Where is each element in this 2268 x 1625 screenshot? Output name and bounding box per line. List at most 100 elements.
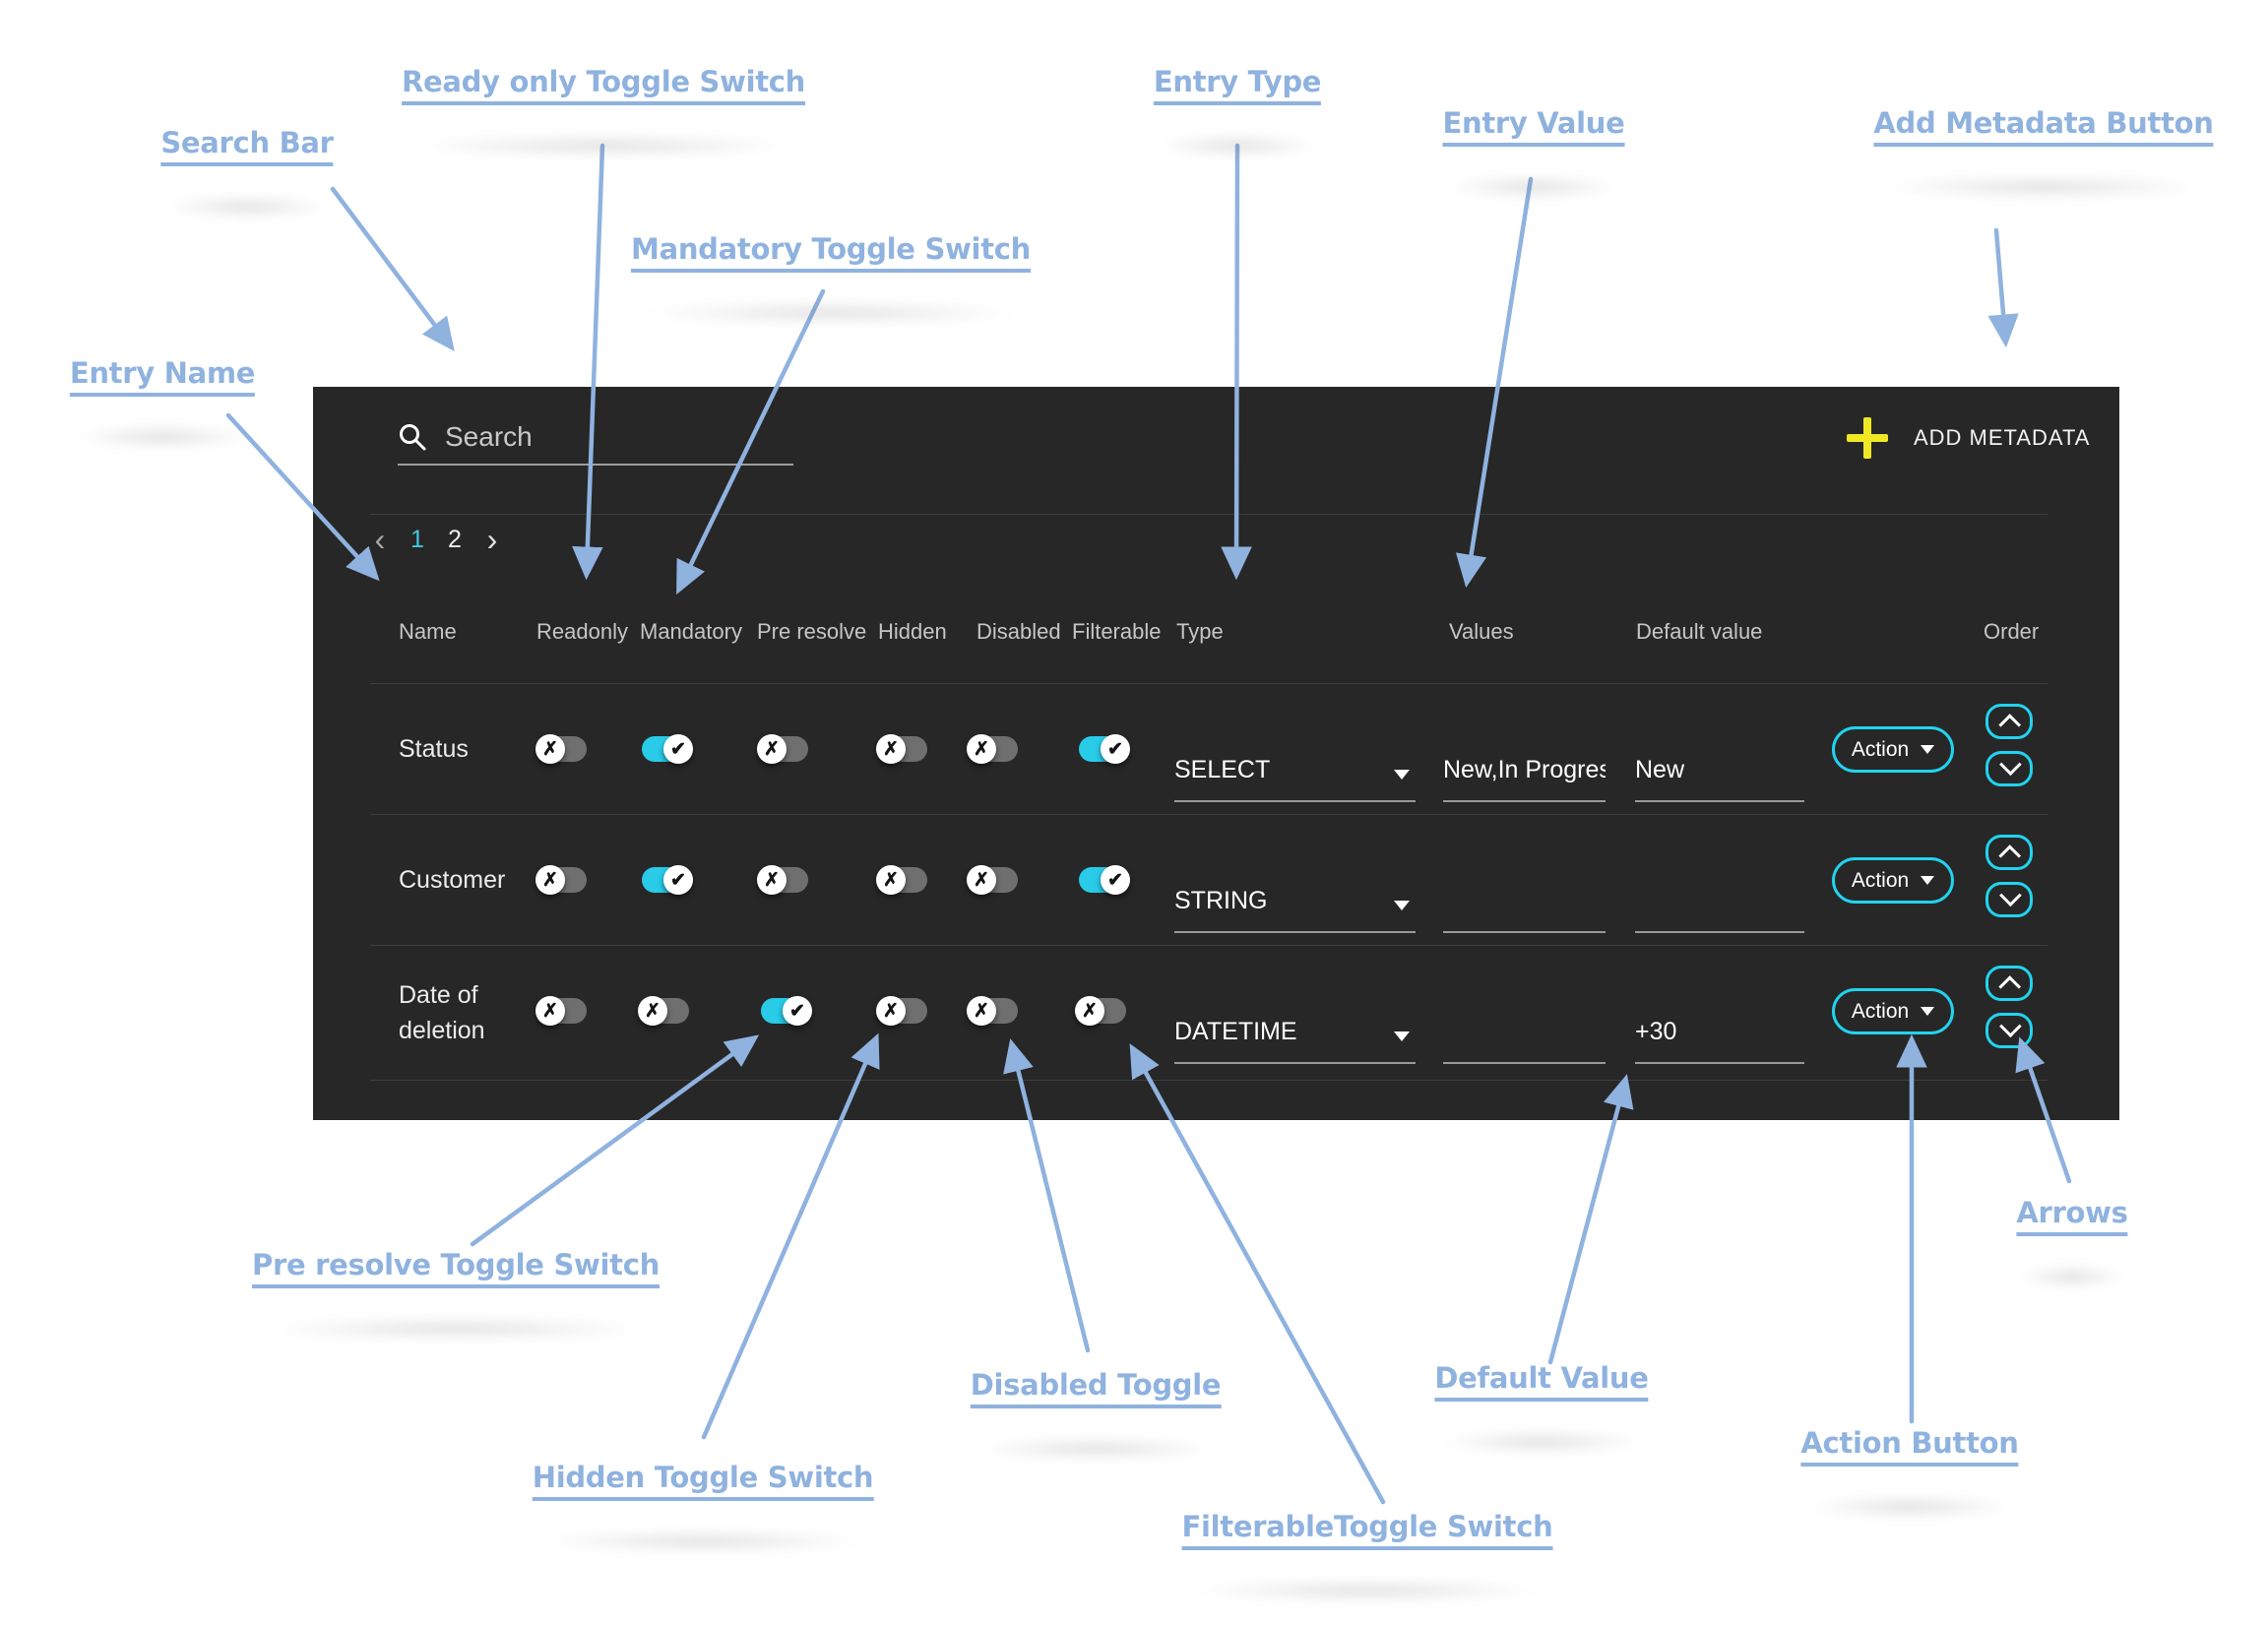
pagination-page-2[interactable]: 2 [448,525,462,553]
plus-icon [1847,417,1888,459]
header-values: Values [1449,619,1514,644]
dropdown-arrow-icon [1921,1007,1935,1016]
filterable-toggle[interactable]: ✔ [1079,734,1130,764]
dropdown-arrow-icon [1921,745,1935,754]
pagination-next-icon[interactable]: › [486,521,498,557]
order-down-button[interactable] [1985,751,2033,786]
values-field[interactable] [1443,946,1606,1064]
toggle-state-icon: ✗ [757,865,787,895]
table-row: Customer ✗ ✔ ✗ ✗ ✗ ✔ STRING Action [370,815,2048,946]
header-pre-resolve: Pre resolve [757,619,867,644]
dropdown-arrow-icon [1394,901,1410,910]
disabled-toggle[interactable]: ✗ [967,996,1018,1026]
disabled-toggle[interactable]: ✗ [967,734,1018,764]
pre-resolve-toggle[interactable]: ✗ [757,865,808,895]
action-button[interactable]: Action [1832,726,1954,773]
values-field[interactable]: New,In Progres [1443,684,1606,802]
action-button[interactable]: Action [1832,857,1954,904]
arrow-add-metadata [1987,227,2019,348]
disabled-toggle[interactable]: ✗ [967,865,1018,895]
hidden-toggle[interactable]: ✗ [876,865,927,895]
toggle-state-icon: ✗ [536,734,565,764]
annotation-entry-value: Entry Value [1442,106,1625,147]
order-up-button[interactable] [1985,966,2033,1001]
toggle-state-icon: ✗ [876,865,906,895]
search-bar[interactable] [398,410,793,466]
header-name: Name [399,619,457,644]
annotation-hidden: Hidden Toggle Switch [532,1461,874,1501]
hidden-toggle[interactable]: ✗ [876,996,927,1026]
readonly-toggle[interactable]: ✗ [536,734,587,764]
row-name: Customer [399,865,506,894]
annotation-action-button: Action Button [1800,1426,2019,1467]
annotation-default-value: Default Value [1434,1361,1649,1402]
readonly-toggle[interactable]: ✗ [536,996,587,1026]
type-select[interactable]: SELECT [1174,684,1416,802]
chevron-down-icon [1999,753,2022,777]
row-name: Status [399,734,469,763]
annotation-disabled: Disabled Toggle [970,1368,1222,1408]
toggle-state-icon: ✔ [663,734,693,764]
arrow-default-value [1547,1074,1634,1365]
metadata-panel: ADD METADATA ‹ 1 2 › Name Readonly Manda… [313,387,2119,1120]
toggle-state-icon: ✗ [1075,996,1104,1026]
toggle-state-icon: ✔ [663,865,693,895]
order-down-button[interactable] [1985,882,2033,917]
pagination-prev-icon[interactable]: ‹ [374,521,386,557]
type-select[interactable]: DATETIME [1174,946,1416,1064]
table-row: Date of deletion ✗ ✗ ✔ ✗ ✗ ✗ DATETIME +3… [370,946,2048,1081]
annotation-filterable: FilterableToggle Switch [1181,1510,1553,1550]
action-button[interactable]: Action [1832,988,1954,1034]
annotation-ready-only: Ready only Toggle Switch [401,65,805,105]
default-value-field[interactable]: New [1635,684,1804,802]
type-value: SELECT [1174,756,1271,783]
dropdown-arrow-icon [1921,876,1935,885]
action-label: Action [1851,868,1910,892]
filterable-toggle[interactable]: ✗ [1075,996,1126,1026]
toggle-state-icon: ✗ [757,734,787,764]
arrow-search-bar [330,186,455,351]
pre-resolve-toggle[interactable]: ✗ [757,734,808,764]
search-input[interactable] [443,420,762,454]
mandatory-toggle[interactable]: ✔ [642,865,693,895]
toggle-state-icon: ✗ [876,996,906,1026]
dropdown-arrow-icon [1394,1031,1410,1041]
chevron-up-icon [1998,714,2022,736]
toggle-state-icon: ✔ [1101,865,1130,895]
toggle-state-icon: ✗ [536,865,565,895]
add-metadata-button[interactable]: ADD METADATA [1847,408,2093,468]
top-divider [370,514,2048,515]
filterable-toggle[interactable]: ✔ [1079,865,1130,895]
table-header-row: Name Readonly Mandatory Pre resolve Hidd… [370,619,2048,649]
header-filterable: Filterable [1072,619,1162,644]
default-text: New [1635,756,1685,783]
toggle-state-icon: ✗ [967,734,996,764]
readonly-toggle[interactable]: ✗ [536,865,587,895]
mandatory-toggle[interactable]: ✗ [638,996,689,1026]
header-hidden: Hidden [878,619,947,644]
toggle-state-icon: ✗ [536,996,565,1026]
values-text: New,In Progres [1443,756,1606,783]
annotation-search-bar: Search Bar [160,126,334,166]
dropdown-arrow-icon [1394,770,1410,780]
values-field[interactable] [1443,815,1606,933]
annotation-add-metadata: Add Metadata Button [1873,106,2214,147]
order-up-button[interactable] [1985,704,2033,739]
order-down-button[interactable] [1985,1013,2033,1048]
hidden-toggle[interactable]: ✗ [876,734,927,764]
type-select[interactable]: STRING [1174,815,1416,933]
row-name: Date of deletion [399,980,485,1044]
toggle-state-icon: ✗ [876,734,906,764]
toggle-state-icon: ✗ [967,996,996,1026]
header-readonly: Readonly [536,619,628,644]
default-value-field[interactable] [1635,815,1804,933]
order-up-button[interactable] [1985,835,2033,870]
default-value-field[interactable]: +30 [1635,946,1804,1064]
mandatory-toggle[interactable]: ✔ [642,734,693,764]
annotation-pre-resolve: Pre resolve Toggle Switch [252,1248,660,1288]
arrow-filterable [1129,1043,1386,1505]
pagination-page-1[interactable]: 1 [410,525,424,553]
pre-resolve-toggle[interactable]: ✔ [761,996,812,1026]
chevron-up-icon [1998,975,2022,998]
toggle-state-icon: ✗ [638,996,667,1026]
